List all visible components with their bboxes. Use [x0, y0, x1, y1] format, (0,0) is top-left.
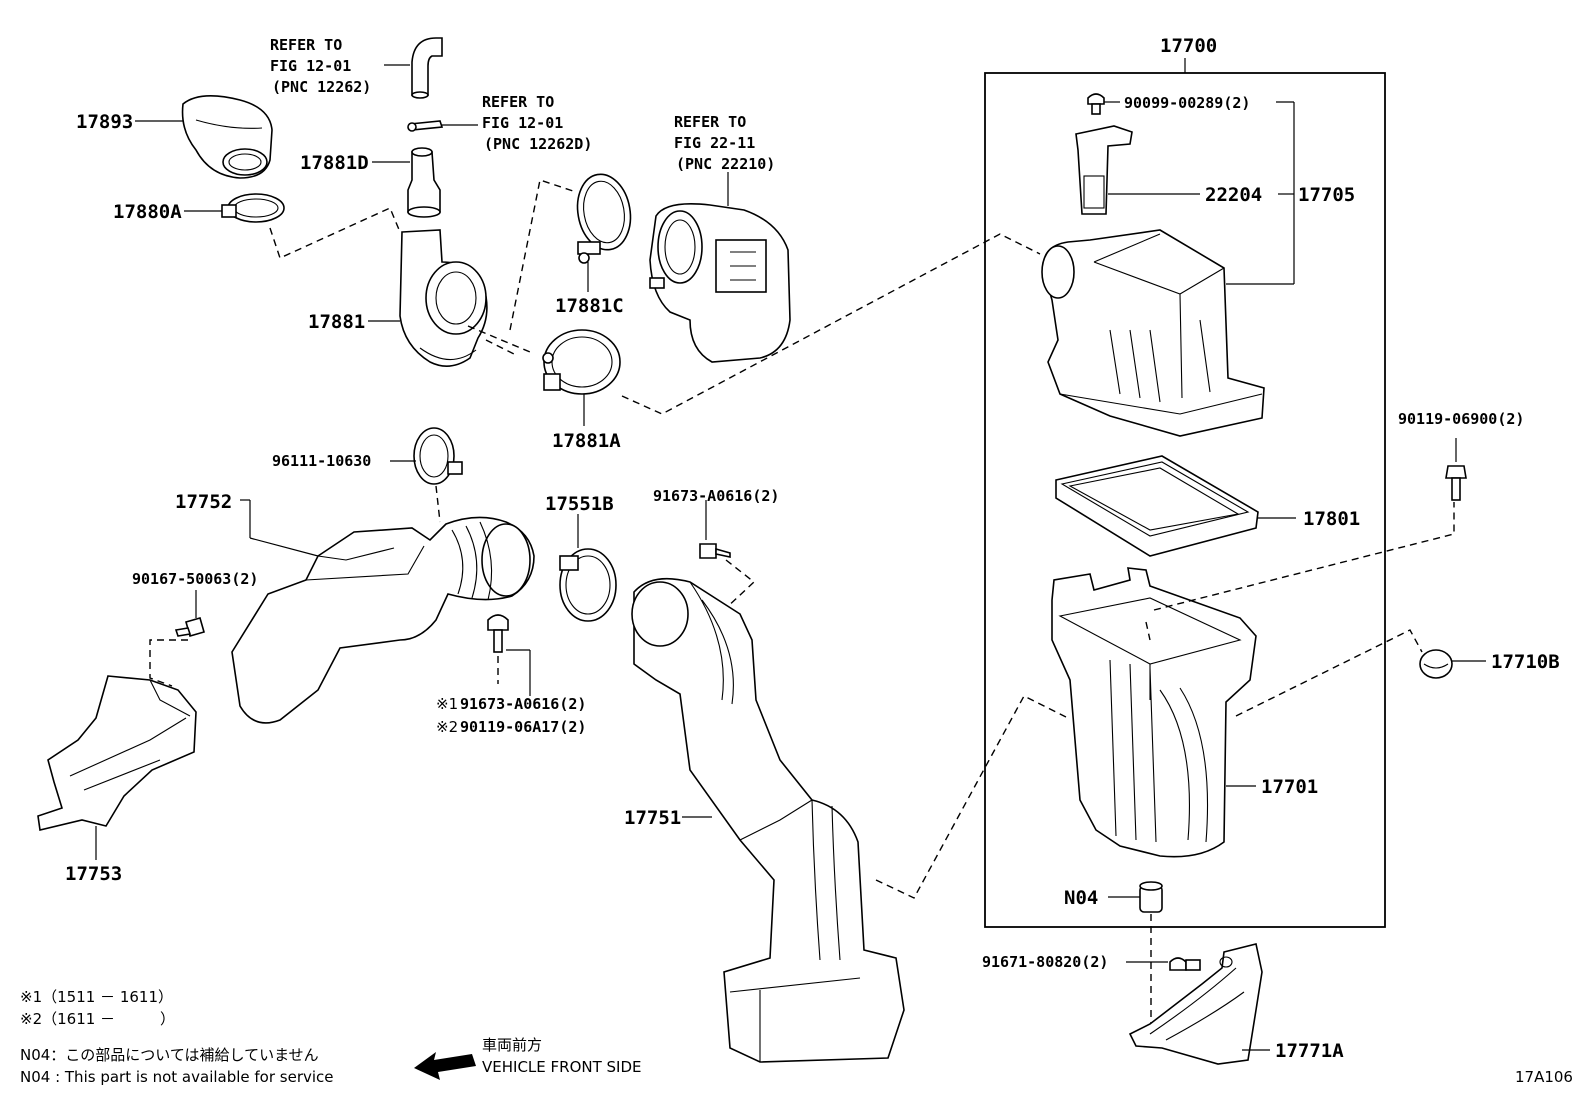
part-91671-80820: 91671-80820(2) — [982, 953, 1201, 971]
note-n04-jp: N04：この部品については補給していません — [20, 1046, 319, 1064]
refer-note-1: REFER TO FIG 12-01 (PNC 12262) — [270, 36, 371, 96]
refer-note-3: REFER TO FIG 22-11 (PNC 22210) — [674, 113, 775, 173]
part-17753: 17753 — [37, 675, 197, 885]
part-17881A: 17881A — [542, 329, 621, 452]
part-17880A: 17880A — [113, 193, 285, 223]
label-96111-10630: 96111-10630 — [272, 452, 371, 470]
label-17881D: 17881D — [300, 152, 369, 174]
label-17880A: 17880A — [113, 201, 182, 223]
svg-text:(PNC 12262D): (PNC 12262D) — [484, 135, 592, 153]
part-17752: 17752 — [175, 491, 535, 724]
note-range-2: ※2（1611 － ） — [20, 1010, 175, 1028]
part-17801: 17801 — [1055, 455, 1360, 557]
svg-text:(PNC 12262): (PNC 12262) — [272, 78, 371, 96]
label-91671-80820: 91671-80820(2) — [982, 953, 1108, 971]
svg-text:FIG 12-01: FIG 12-01 — [482, 114, 563, 132]
label-N04: N04 — [1064, 887, 1098, 909]
alt-mark-2: ※2 — [436, 718, 458, 736]
label-17801: 17801 — [1303, 508, 1360, 530]
part-17881D: 17881D — [300, 147, 441, 218]
part-17710B: 17710B — [1419, 649, 1560, 679]
part-17881C: 17881C — [555, 173, 632, 317]
label-90119-06900: 90119-06900(2) — [1398, 410, 1524, 428]
label-90099-00289: 90099-00289(2) — [1124, 94, 1250, 112]
label-17700: 17700 — [1160, 35, 1217, 57]
label-17701: 17701 — [1261, 776, 1318, 798]
note-n04-en: N04 : This part is not available for ser… — [20, 1068, 334, 1086]
label-17752: 17752 — [175, 491, 232, 513]
throttle-body-ref — [649, 172, 791, 363]
part-N04: N04 — [1064, 881, 1163, 913]
label-90167-50063: 90167-50063(2) — [132, 570, 258, 588]
front-arrow-icon — [414, 1052, 476, 1080]
label-alt-1: 91673-A0616(2) — [460, 695, 586, 713]
clip-ref — [407, 120, 478, 132]
refer-note-2: REFER TO FIG 12-01 (PNC 12262D) — [482, 93, 592, 153]
part-17551B: 17551B — [545, 493, 617, 622]
part-17893: 17893 — [76, 95, 273, 179]
label-alt-2: 90119-06A17(2) — [460, 718, 586, 736]
part-17701: 17701 — [1051, 567, 1318, 858]
part-90119-06900: 90119-06900(2) — [1398, 410, 1524, 501]
svg-text:REFER TO: REFER TO — [270, 36, 342, 54]
alt-mark-1: ※1 — [436, 695, 458, 713]
part-91673-A0616-top: 91673-A0616(2) — [653, 487, 779, 559]
svg-text:FIG 12-01: FIG 12-01 — [270, 57, 351, 75]
svg-text:FIG 22-11: FIG 22-11 — [674, 134, 755, 152]
label-22204: 22204 — [1205, 184, 1262, 206]
part-alt-bolt: ※1 91673-A0616(2) ※2 90119-06A17(2) — [436, 614, 586, 736]
label-17753: 17753 — [65, 863, 122, 885]
svg-text:REFER TO: REFER TO — [482, 93, 554, 111]
label-91673-A0616-top: 91673-A0616(2) — [653, 487, 779, 505]
note-range-1: ※1（1511 － 1611） — [20, 988, 173, 1006]
label-17881: 17881 — [308, 311, 365, 333]
part-22204: 22204 17705 — [1075, 125, 1355, 215]
label-17881C: 17881C — [555, 295, 624, 317]
front-label-en: VEHICLE FRONT SIDE — [482, 1058, 642, 1076]
part-90167-50063: 90167-50063(2) — [132, 570, 258, 637]
label-17751: 17751 — [624, 807, 681, 829]
hose-stub-ref — [384, 37, 443, 99]
svg-text:REFER TO: REFER TO — [674, 113, 746, 131]
front-label-jp: 車両前方 — [482, 1036, 542, 1054]
label-17551B: 17551B — [545, 493, 614, 515]
part-90099-00289: 90099-00289(2) — [1087, 93, 1295, 285]
svg-text:(PNC 22210): (PNC 22210) — [676, 155, 775, 173]
label-17881A: 17881A — [552, 430, 621, 452]
label-17705: 17705 — [1298, 184, 1355, 206]
part-17881: 17881 — [308, 229, 488, 367]
label-17771A: 17771A — [1275, 1040, 1344, 1062]
part-96111-10630: 96111-10630 — [272, 427, 463, 485]
label-17893: 17893 — [76, 111, 133, 133]
figure-id: 17A106 — [1515, 1068, 1573, 1086]
label-17710B: 17710B — [1491, 651, 1560, 673]
part-17751: 17751 — [624, 577, 905, 1063]
part-17771A: 17771A — [1128, 943, 1344, 1065]
part-upper-case — [1041, 229, 1265, 437]
